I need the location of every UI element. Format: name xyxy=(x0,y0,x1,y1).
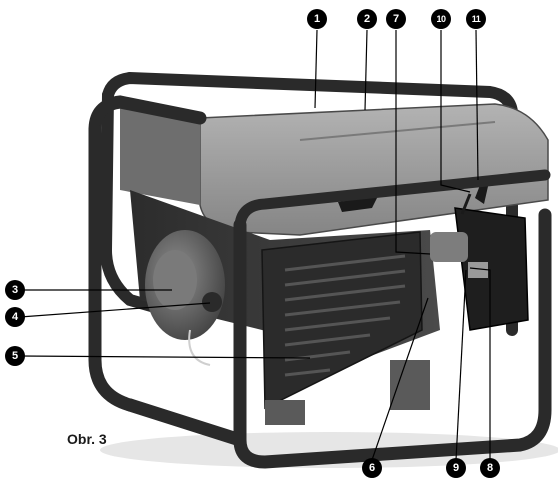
leader-10 xyxy=(440,30,471,193)
cover-side xyxy=(120,100,200,205)
leader-6 xyxy=(371,297,429,461)
leader-1 xyxy=(314,29,318,109)
engine-mount xyxy=(390,360,430,410)
leader-8 xyxy=(469,267,491,460)
leader-2 xyxy=(364,29,368,111)
alternator-bolt xyxy=(202,292,222,312)
leader-9 xyxy=(455,269,467,461)
shadow xyxy=(100,432,558,468)
callout-1: 1 xyxy=(307,9,327,29)
callout-6: 6 xyxy=(362,458,382,478)
louvered-panel xyxy=(261,231,423,410)
callout-3: 3 xyxy=(5,280,25,300)
rear-frame-tube xyxy=(102,71,518,336)
callout-10: 10 xyxy=(431,9,451,29)
bottom-frame xyxy=(123,398,247,447)
callout-5: 5 xyxy=(5,346,25,366)
front-top-bar xyxy=(234,169,551,231)
alternator-cap xyxy=(153,250,197,310)
front-left-leg xyxy=(88,123,137,412)
leader-4 xyxy=(19,302,211,318)
callout-9: 9 xyxy=(446,458,466,478)
figure-caption: Obr. 3 xyxy=(67,431,107,447)
ground-wire xyxy=(188,329,211,366)
carburetor xyxy=(430,232,468,262)
leader-5 xyxy=(19,355,311,359)
fuel-valve xyxy=(468,262,488,278)
louvres xyxy=(284,254,406,377)
callout-8: 8 xyxy=(480,458,500,478)
callout-7: 7 xyxy=(386,9,406,29)
callout-2: 2 xyxy=(357,9,377,29)
callout-11: 11 xyxy=(466,9,486,29)
leader-11 xyxy=(475,29,479,181)
throttle-rod xyxy=(460,193,472,215)
front-right-frame xyxy=(233,208,552,469)
alternator-mount xyxy=(265,400,305,425)
leader-7 xyxy=(395,30,431,255)
logo-plate xyxy=(338,196,378,212)
cover-ridge xyxy=(299,121,496,141)
rear-left-frame xyxy=(99,89,206,326)
callout-4: 4 xyxy=(5,307,25,327)
